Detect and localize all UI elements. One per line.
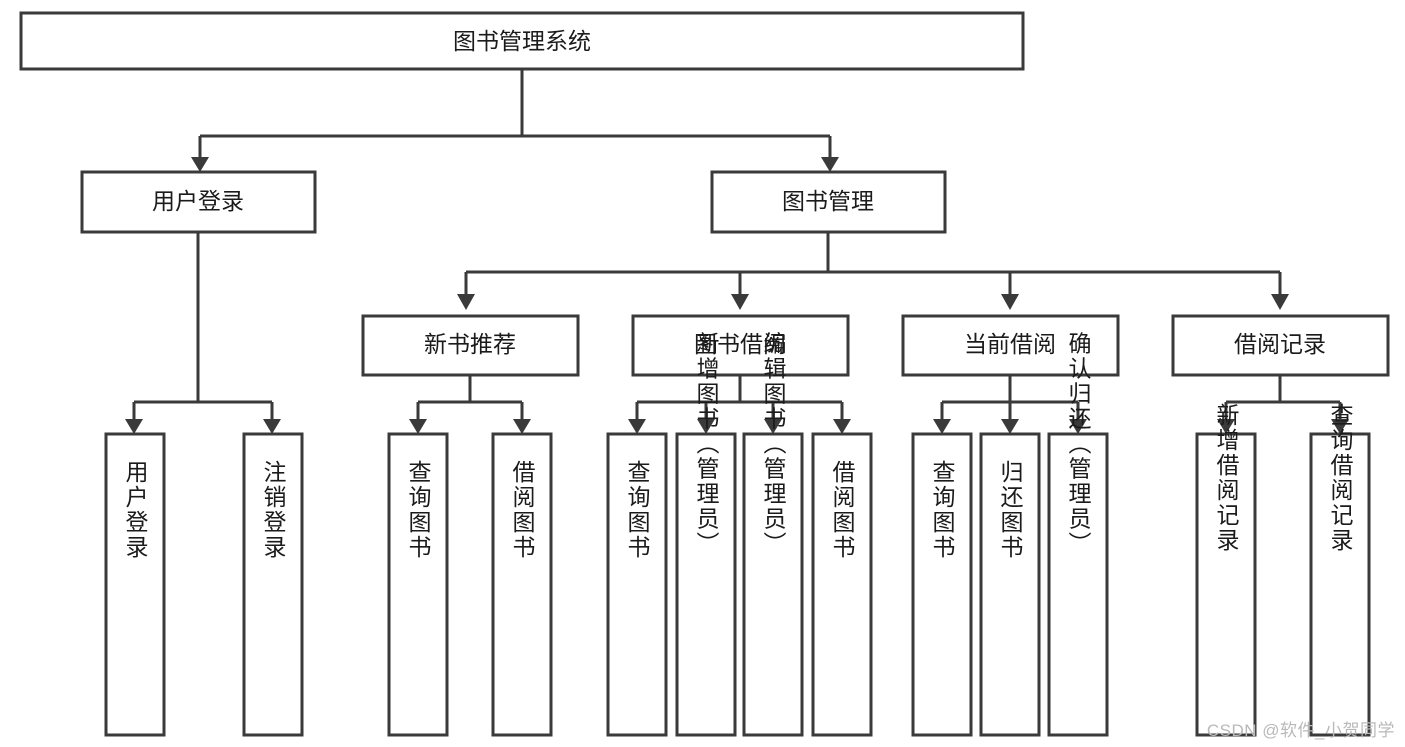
connector-userlogin-to-leaves — [132, 233, 274, 420]
connector-root-to-level2 — [198, 70, 832, 158]
node-leaf-query-book-2-box[interactable] — [606, 432, 668, 737]
arrowhead-borrow-record — [1271, 294, 1289, 310]
node-book-borrow[interactable]: 图书借阅 — [631, 314, 850, 377]
node-new-book-recommend-box[interactable] — [361, 314, 580, 377]
node-leaf-edit-book[interactable]: 编辑图书（管理员） — [742, 332, 804, 737]
arrowhead-new-book-recommend — [457, 294, 475, 310]
node-current-borrow-label: 当前借阅 — [964, 331, 1056, 357]
node-leaf-user-login-box[interactable] — [104, 432, 166, 737]
node-root-box[interactable] — [19, 11, 1025, 71]
connector-newbook-to-leaves — [416, 376, 524, 420]
connector-layer — [125, 70, 1349, 434]
node-new-book-recommend[interactable]: 新书推荐 — [361, 314, 580, 377]
node-user-login-label: 用户登录 — [152, 188, 244, 214]
arrowhead-leaf-query-book-1 — [409, 419, 427, 434]
arrowhead-leaf-borrow-book-1 — [513, 419, 531, 434]
node-root-label: 图书管理系统 — [453, 28, 591, 54]
arrowhead-leaf-add-book — [697, 419, 715, 434]
node-leaf-confirm-return-box[interactable] — [1047, 432, 1109, 737]
node-leaf-query-book-3-label: 查询图书 — [929, 460, 956, 560]
node-current-borrow-box[interactable] — [901, 314, 1120, 377]
node-leaf-query-record-box[interactable] — [1309, 432, 1371, 737]
node-leaf-add-book-label: 新增图书（管理员） — [693, 332, 720, 557]
node-user-login-box[interactable] — [80, 170, 317, 234]
node-leaf-add-record-label: 新增借阅记录 — [1213, 403, 1240, 553]
node-leaf-confirm-return[interactable]: 确认归还（管理员） — [1047, 332, 1109, 737]
node-leaf-query-book-3[interactable]: 查询图书 — [911, 432, 973, 737]
arrowhead-leaf-query-book-2 — [628, 419, 646, 434]
node-leaf-confirm-return-label: 确认归还（管理员） — [1065, 332, 1092, 557]
node-leaf-query-book-3-box[interactable] — [911, 432, 973, 737]
node-leaf-borrow-book-2-box[interactable] — [811, 432, 873, 737]
node-leaf-borrow-book-2-label: 借阅图书 — [829, 460, 856, 560]
node-leaf-query-book-1-box[interactable] — [387, 432, 449, 737]
node-leaf-query-book-2-label: 查询图书 — [624, 460, 651, 560]
arrowhead-leaf-confirm-return — [1069, 419, 1087, 434]
arrowhead-leaf-query-book-3 — [933, 419, 951, 434]
arrowhead-book-management — [821, 157, 839, 172]
node-leaf-logout-login[interactable]: 注销登录 — [242, 432, 304, 737]
connector-borrowrecord-to-leaves — [1224, 376, 1342, 420]
node-borrow-record[interactable]: 借阅记录 — [1171, 314, 1390, 377]
node-book-management-box[interactable] — [710, 170, 947, 234]
node-book-management[interactable]: 图书管理 — [710, 170, 947, 234]
node-book-borrow-label: 图书借阅 — [694, 331, 786, 357]
node-leaf-user-login[interactable]: 用户登录 — [104, 432, 166, 737]
node-borrow-record-box[interactable] — [1171, 314, 1390, 377]
connector-bookmgmt-to-level3 — [464, 233, 1282, 295]
node-leaf-borrow-book-1-box[interactable] — [491, 432, 553, 737]
node-current-borrow[interactable]: 当前借阅 — [901, 314, 1120, 377]
connector-bookborrow-to-leaves — [635, 376, 844, 420]
node-leaf-add-record[interactable]: 新增借阅记录 — [1195, 403, 1257, 737]
arrowhead-leaf-add-record — [1217, 419, 1235, 434]
node-book-borrow-box[interactable] — [631, 314, 850, 377]
node-root[interactable]: 图书管理系统 — [19, 11, 1025, 71]
node-leaf-return-book[interactable]: 归还图书 — [979, 432, 1041, 737]
arrowhead-leaf-borrow-book-2 — [833, 419, 851, 434]
arrowhead-leaf-user-login — [125, 419, 143, 434]
arrowhead-leaf-logout-login — [263, 419, 281, 434]
node-leaf-user-login-label: 用户登录 — [122, 460, 149, 560]
node-book-management-label: 图书管理 — [782, 188, 874, 214]
node-borrow-record-label: 借阅记录 — [1234, 331, 1326, 357]
arrowhead-leaf-return-book — [1001, 419, 1019, 434]
node-leaf-logout-login-label: 注销登录 — [260, 460, 287, 560]
node-leaf-query-book-2[interactable]: 查询图书 — [606, 432, 668, 737]
node-user-login[interactable]: 用户登录 — [80, 170, 317, 234]
node-new-book-recommend-label: 新书推荐 — [424, 331, 516, 357]
arrowhead-user-login — [191, 157, 209, 172]
node-leaf-edit-book-box[interactable] — [742, 432, 804, 737]
node-leaf-edit-book-label: 编辑图书（管理员） — [760, 332, 787, 557]
node-leaf-return-book-label: 归还图书 — [997, 460, 1024, 560]
node-leaf-borrow-book-2[interactable]: 借阅图书 — [811, 432, 873, 737]
node-leaf-borrow-book-1-label: 借阅图书 — [509, 460, 536, 560]
node-leaf-query-book-1-label: 查询图书 — [405, 460, 432, 560]
arrowhead-leaf-edit-book — [764, 419, 782, 434]
node-leaf-query-book-1[interactable]: 查询图书 — [387, 432, 449, 737]
arrowhead-current-borrow — [1001, 294, 1019, 310]
node-leaf-add-book-box[interactable] — [675, 432, 737, 737]
connector-currentborrow-to-leaves — [940, 376, 1080, 420]
node-leaf-return-book-box[interactable] — [979, 432, 1041, 737]
node-leaf-add-book[interactable]: 新增图书（管理员） — [675, 332, 737, 737]
csdn-watermark: CSDN @软件_小贺同学 — [1206, 721, 1395, 740]
node-leaf-query-record-label: 查询借阅记录 — [1327, 403, 1354, 553]
node-leaf-logout-login-box[interactable] — [242, 432, 304, 737]
node-leaf-borrow-book-1[interactable]: 借阅图书 — [491, 432, 553, 737]
node-leaf-query-record[interactable]: 查询借阅记录 — [1309, 403, 1371, 737]
arrowhead-leaf-query-record — [1331, 419, 1349, 434]
node-leaf-add-record-box[interactable] — [1195, 432, 1257, 737]
arrowhead-book-borrow — [731, 294, 749, 310]
